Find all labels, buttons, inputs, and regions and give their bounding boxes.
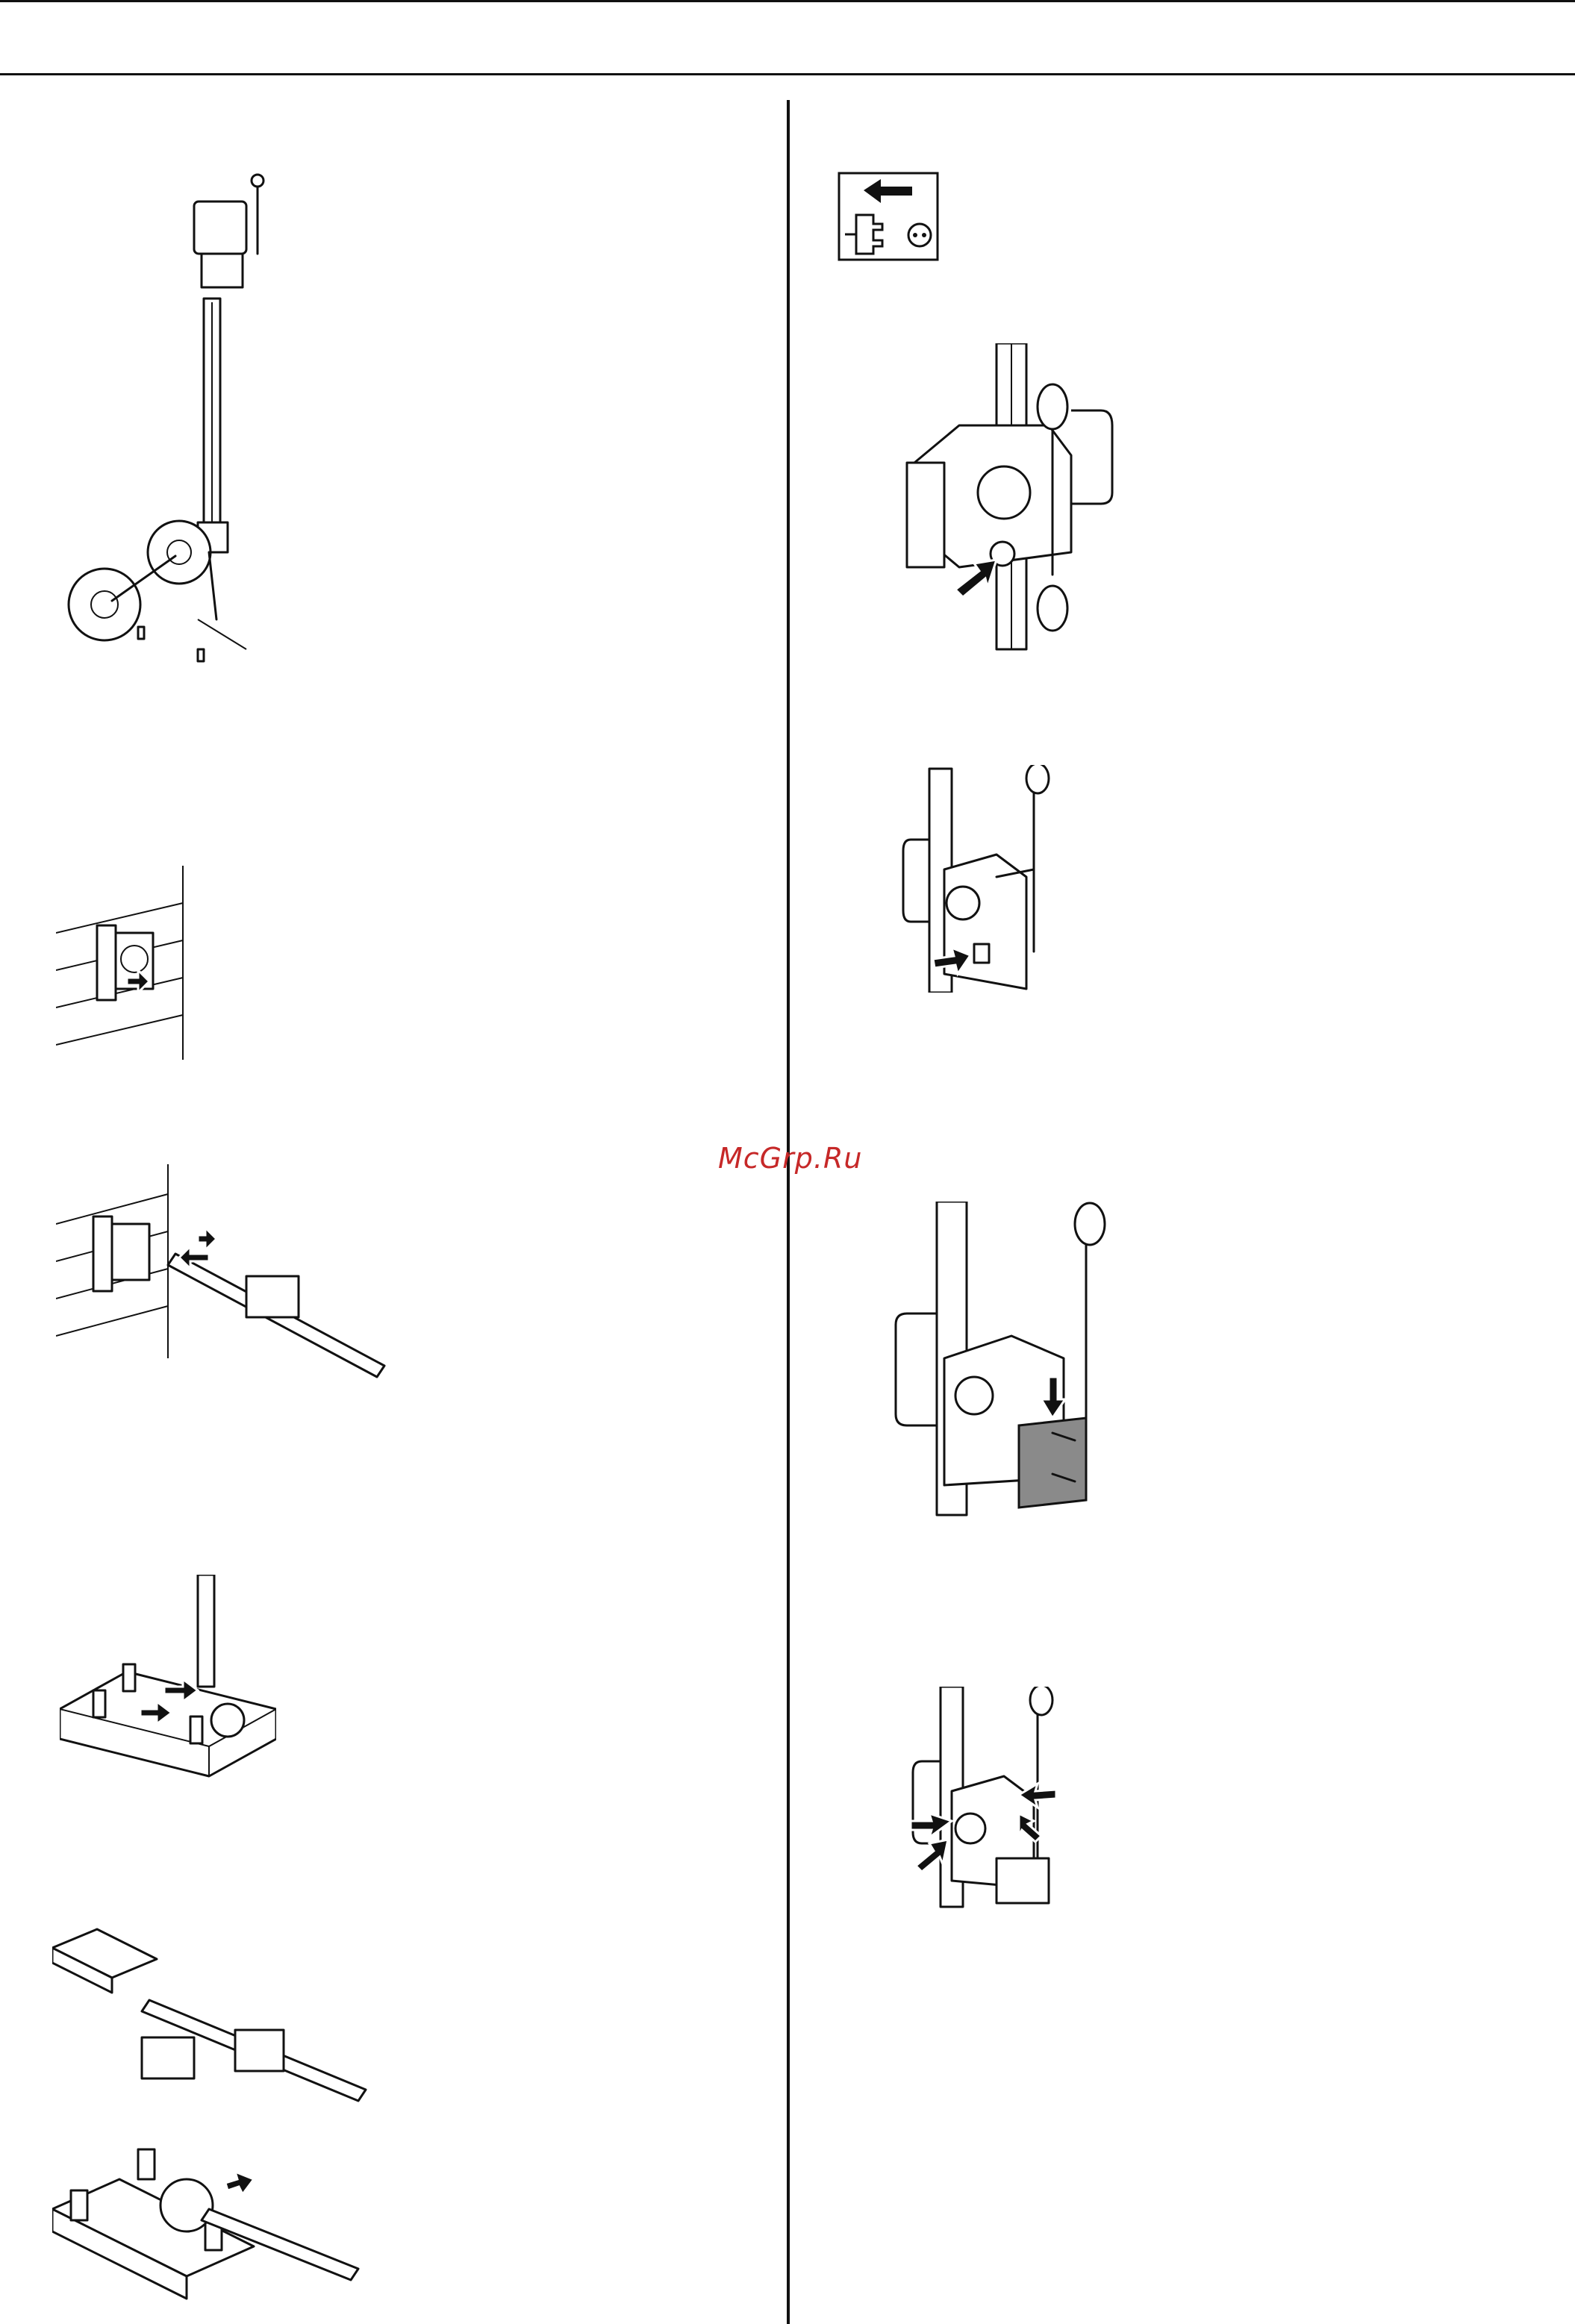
carriage-side-lock-icon <box>899 765 1071 993</box>
column-divider <box>787 100 790 2324</box>
header-rule <box>0 73 1575 75</box>
carriage-plate-icon <box>892 1202 1116 1522</box>
watermark-text: McGrp.Ru <box>718 1142 862 1175</box>
carriage-screws-icon <box>907 1687 1071 1911</box>
wall-column-attach-icon <box>56 1164 399 1388</box>
drill-stand-wheels-icon <box>60 172 306 679</box>
base-column-detail-icon <box>52 2127 366 2306</box>
base-column-separate-icon <box>52 1918 373 2105</box>
unplug-icon <box>838 172 939 261</box>
carriage-knob-icon <box>892 343 1116 657</box>
top-rule <box>0 0 1575 2</box>
wall-mount-icon <box>56 866 190 1067</box>
base-plate-icon <box>60 1575 276 1799</box>
